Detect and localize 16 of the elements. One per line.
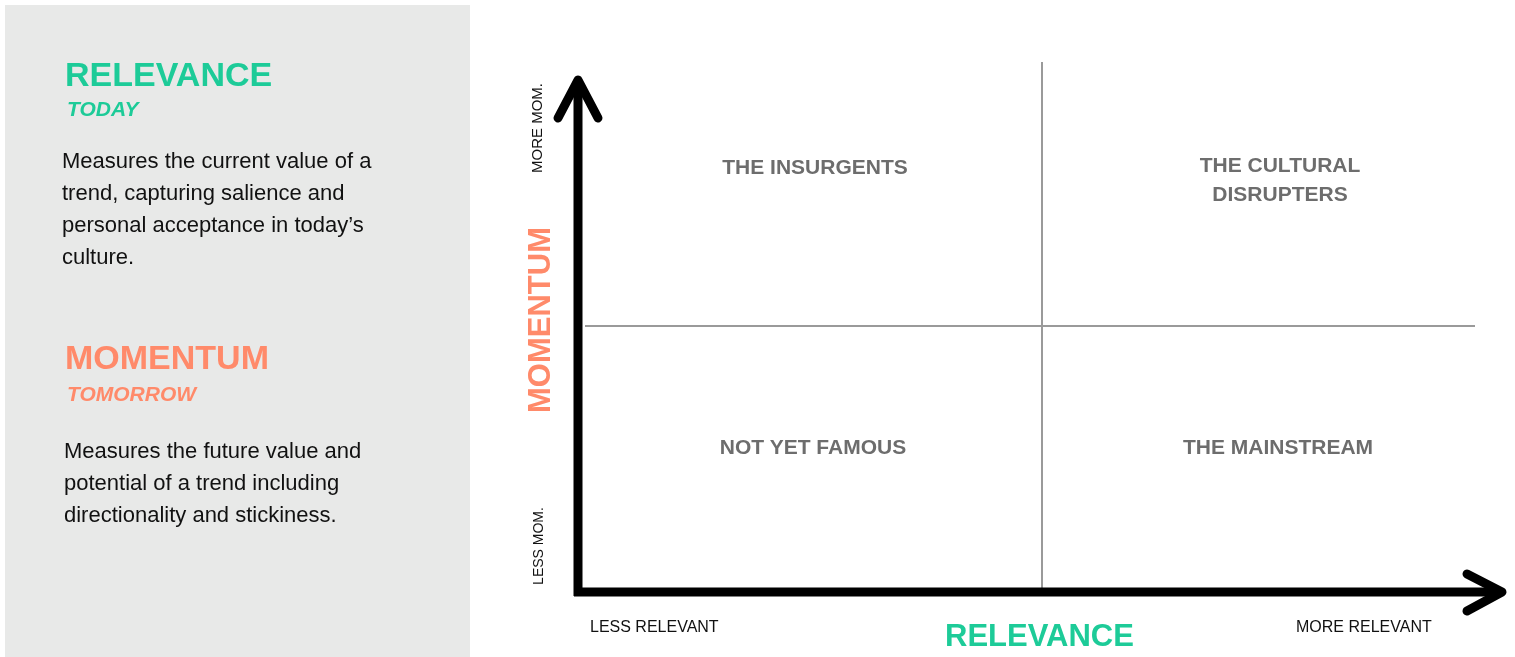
axis-end-label: MORE MOM. (527, 83, 545, 173)
axis-end-label: LESS RELEVANT (590, 618, 719, 636)
axis-end-label: LESS MOM. (530, 507, 546, 585)
heading: MOMENTUM (65, 338, 269, 377)
axis-title: RELEVANCE (945, 618, 1134, 654)
axis-end-label: MORE RELEVANT (1296, 618, 1432, 636)
subheading: TOMORROW (67, 382, 197, 406)
heading: RELEVANCE (65, 55, 273, 94)
quadrant-label: THE INSURGENTS (721, 154, 909, 180)
axis-title: MOMENTUM (522, 227, 558, 413)
description-text: Measures the future value and potential of a trend including directionality and stickiness. (64, 437, 363, 529)
subheading: TODAY (67, 97, 139, 121)
description-text: Measures the current value of a trend, capturing salience and personal acceptance in today’s culture. (62, 147, 373, 271)
quadrant-label: THE CULTURAL DISRUPTERS (1198, 152, 1362, 207)
quadrant-label: NOT YET FAMOUS (718, 434, 908, 460)
quadrant-label: THE MAINSTREAM (1181, 434, 1375, 460)
